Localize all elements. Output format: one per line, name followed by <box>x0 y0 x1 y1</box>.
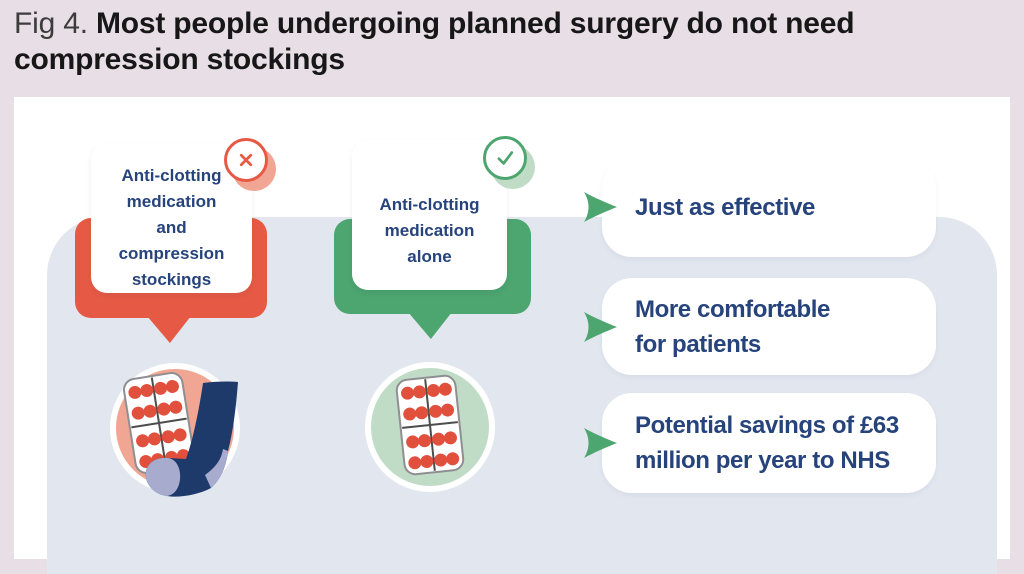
benefit-card-effective: Just as effective <box>602 158 936 257</box>
benefit-text: million per year to NHS <box>635 447 890 474</box>
approved-label-line: Anti-clotting <box>379 195 480 214</box>
rejected-label-line: and <box>156 218 187 237</box>
rejected-label-line: compression <box>118 244 225 263</box>
stocking-icon <box>145 381 238 497</box>
arrow-icon <box>584 428 617 458</box>
benefit-text: Just as effective <box>635 194 815 221</box>
figure-title: Fig 4. Most people undergoing planned su… <box>14 6 1012 78</box>
approved-label-line: alone <box>407 247 452 266</box>
check-icon <box>483 136 527 180</box>
rejected-label-line: Anti-clotting <box>121 166 222 185</box>
arrow-icon <box>584 312 617 342</box>
title-text-1: Most people undergoing planned surgery d… <box>95 7 855 40</box>
benefit-text: for patients <box>635 330 761 358</box>
arrow-icon <box>584 192 617 222</box>
approved-label-line: medication <box>384 221 475 240</box>
cross-icon <box>224 138 268 182</box>
pill-pack-icon <box>395 374 465 476</box>
rejected-option-card: Anti-clotting medication and compression… <box>91 143 252 293</box>
title-text-2: compression stockings <box>14 43 345 76</box>
rejected-label-line: stockings <box>131 270 212 289</box>
benefit-text: Potential savings of £63 <box>635 412 899 439</box>
figure-label: Fig 4. <box>14 7 88 40</box>
benefit-card-comfort: More comfortable for patients <box>602 278 936 375</box>
benefit-text: More comfortable <box>635 295 830 323</box>
approved-option-card: Anti-clotting medication alone <box>352 140 507 290</box>
rejected-label-line: medication <box>126 192 217 211</box>
benefit-card-savings: Potential savings of £63 million per yea… <box>602 393 936 493</box>
title-line-1: Fig 4. Most people undergoing planned su… <box>14 6 1012 42</box>
